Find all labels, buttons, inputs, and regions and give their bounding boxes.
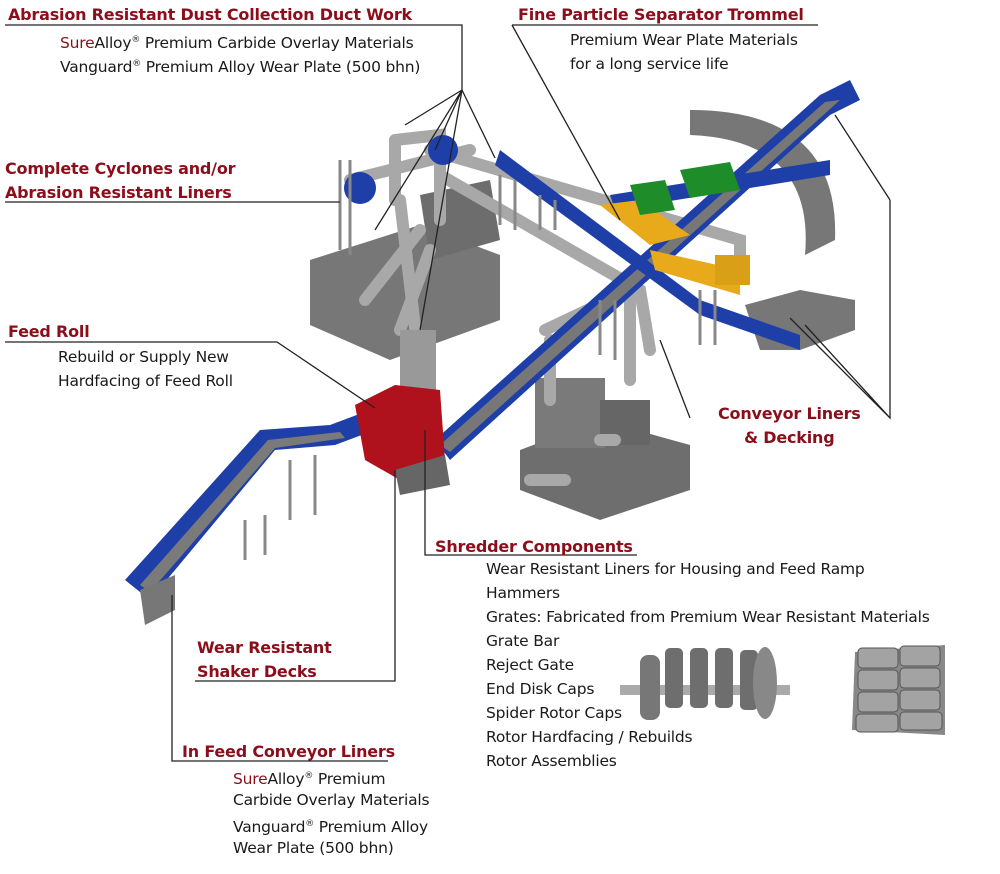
- separator-green-1: [630, 180, 675, 215]
- title-line: Conveyor Liners: [718, 404, 861, 423]
- list-item: Rotor Assemblies: [486, 752, 617, 770]
- separator-green-2: [680, 162, 740, 198]
- infeed-conveyor: [125, 410, 375, 600]
- feed-roll-details: Rebuild or Supply New Hardfacing of Feed…: [58, 345, 233, 393]
- duct-chute: [400, 330, 436, 390]
- list-item: Hammers: [486, 584, 560, 602]
- rotor-assembly-photo: [620, 647, 790, 720]
- shredder: [355, 385, 445, 480]
- dust-collection-details: SureAlloy® Premium Carbide Overlay Mater…: [60, 28, 420, 76]
- title-line: Shaker Decks: [197, 662, 317, 681]
- vanguard-liner-plates-photo: [852, 645, 945, 735]
- list-item: End Disk Caps: [486, 680, 595, 698]
- list-item: Grates: Fabricated from Premium Wear Res…: [486, 608, 930, 626]
- list-item: Spider Rotor Caps: [486, 704, 622, 722]
- infeed-details: SureAlloy® Premium Carbide Overlay Mater…: [233, 764, 430, 860]
- cyclones-title: Complete Cyclones and/or Abrasion Resist…: [5, 157, 236, 205]
- registered-mark: ®: [132, 59, 142, 69]
- brand-rest: Alloy: [267, 770, 305, 788]
- title-line: Wear Resistant: [197, 638, 332, 657]
- feed-roll-title: Feed Roll: [8, 322, 90, 341]
- infeed-deck: [140, 432, 345, 592]
- detail-text: Wear Plate (500 bhn): [233, 839, 394, 857]
- conveyor-liners-title: Conveyor Liners & Decking: [718, 402, 861, 450]
- detail-text: Premium Wear Plate Materials: [570, 31, 798, 49]
- cross-conveyor: [495, 150, 800, 350]
- vanguard-brand: Vanguard: [233, 818, 306, 836]
- detail-text: for a long service life: [570, 55, 729, 73]
- infeed-base: [140, 575, 175, 625]
- detail-text: Premium Carbide Overlay Materials: [140, 34, 414, 52]
- support-towers: [243, 160, 717, 560]
- cyclone-left: [344, 172, 376, 204]
- detail-text: Premium: [313, 770, 386, 788]
- title-line: Abrasion Resistant Liners: [5, 183, 232, 202]
- trommel-yellow-3: [715, 255, 750, 285]
- surealloy-brand: Sure: [60, 34, 95, 52]
- leader-lines: [5, 24, 891, 762]
- title-line: & Decking: [744, 428, 835, 447]
- shredder-base: [395, 455, 450, 495]
- surealloy-brand: Sure: [233, 770, 268, 788]
- detail-text: Rebuild or Supply New: [58, 348, 229, 366]
- detail-text: Carbide Overlay Materials: [233, 791, 430, 809]
- brand-rest: Alloy: [94, 34, 132, 52]
- registered-mark: ®: [305, 819, 315, 829]
- detail-text: Premium Alloy: [314, 818, 428, 836]
- list-item: Wear Resistant Liners for Housing and Fe…: [486, 560, 865, 578]
- trommel-yellow-1: [600, 200, 690, 245]
- detail-text: Hardfacing of Feed Roll: [58, 372, 233, 390]
- dust-collection-title: Abrasion Resistant Dust Collection Duct …: [8, 5, 412, 24]
- shaker-decks-title: Wear Resistant Shaker Decks: [197, 636, 332, 684]
- curved-wall: [690, 110, 836, 255]
- shredder-title: Shredder Components: [435, 537, 633, 556]
- detail-text: Premium Alloy Wear Plate (500 bhn): [141, 58, 421, 76]
- list-item: Reject Gate: [486, 656, 574, 674]
- vanguard-brand: Vanguard: [60, 58, 133, 76]
- title-line: Complete Cyclones and/or: [5, 159, 236, 178]
- shredder-components-list: Wear Resistant Liners for Housing and Fe…: [486, 557, 930, 773]
- trommel-title: Fine Particle Separator Trommel: [518, 5, 804, 24]
- list-item: Rotor Hardfacing / Rebuilds: [486, 728, 693, 746]
- infeed-title: In Feed Conveyor Liners: [182, 742, 395, 761]
- trommel-details: Premium Wear Plate Materials for a long …: [570, 28, 798, 76]
- list-item: Grate Bar: [486, 632, 560, 650]
- registered-mark: ®: [131, 35, 141, 45]
- registered-mark: ®: [304, 771, 314, 781]
